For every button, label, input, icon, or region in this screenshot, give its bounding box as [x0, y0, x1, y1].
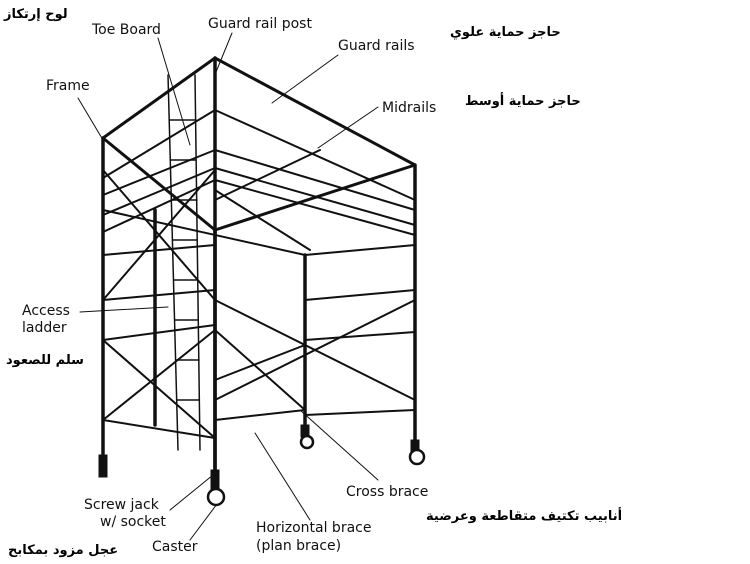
- label-guard-rail-post: Guard rail post: [208, 16, 312, 32]
- label-horizontal-brace: Horizontal brace: [256, 520, 372, 536]
- arabic-braces: أنابيب تكتيف متقاطعة وعرضية: [426, 509, 623, 524]
- screw-jack-front: [210, 469, 220, 491]
- label-ladder: ladder: [22, 320, 67, 336]
- platform-planks: [102, 149, 416, 256]
- screw-jack-left: [98, 454, 108, 478]
- frame-rungs: [102, 244, 416, 439]
- label-caster: Caster: [152, 539, 198, 555]
- frame-posts: [101, 56, 417, 472]
- caster-back: [299, 434, 315, 450]
- arabic-guard-rails: حاجز حماية علوي: [450, 25, 561, 40]
- label-toe-board: Toe Board: [92, 22, 161, 38]
- label-midrails: Midrails: [382, 100, 437, 116]
- label-cross-brace: Cross brace: [346, 484, 429, 500]
- label-guard-rails: Guard rails: [338, 38, 415, 54]
- midrails: [102, 109, 416, 201]
- cross-braces: [102, 169, 416, 439]
- arabic-access-ladder: سلم للصعود: [6, 353, 84, 368]
- arabic-midrails: حاجز حماية أوسط: [465, 94, 581, 109]
- label-frame: Frame: [46, 78, 90, 94]
- guard-rail-frame: [101, 56, 417, 232]
- arabic-caster: عجل مزود بمكابح: [8, 543, 119, 558]
- caster-right: [408, 448, 426, 466]
- label-plan-brace: (plan brace): [256, 538, 342, 554]
- label-screw-jack: Screw jack: [84, 497, 159, 513]
- label-with-socket: w/ socket: [100, 514, 166, 530]
- leader-lines: [77, 32, 379, 541]
- label-access: Access: [22, 303, 70, 319]
- arabic-toe-board: لوح إرتكاز: [4, 7, 68, 22]
- caster-front: [206, 487, 226, 507]
- screw-jacks-casters: [98, 424, 426, 507]
- access-ladder: [167, 74, 201, 451]
